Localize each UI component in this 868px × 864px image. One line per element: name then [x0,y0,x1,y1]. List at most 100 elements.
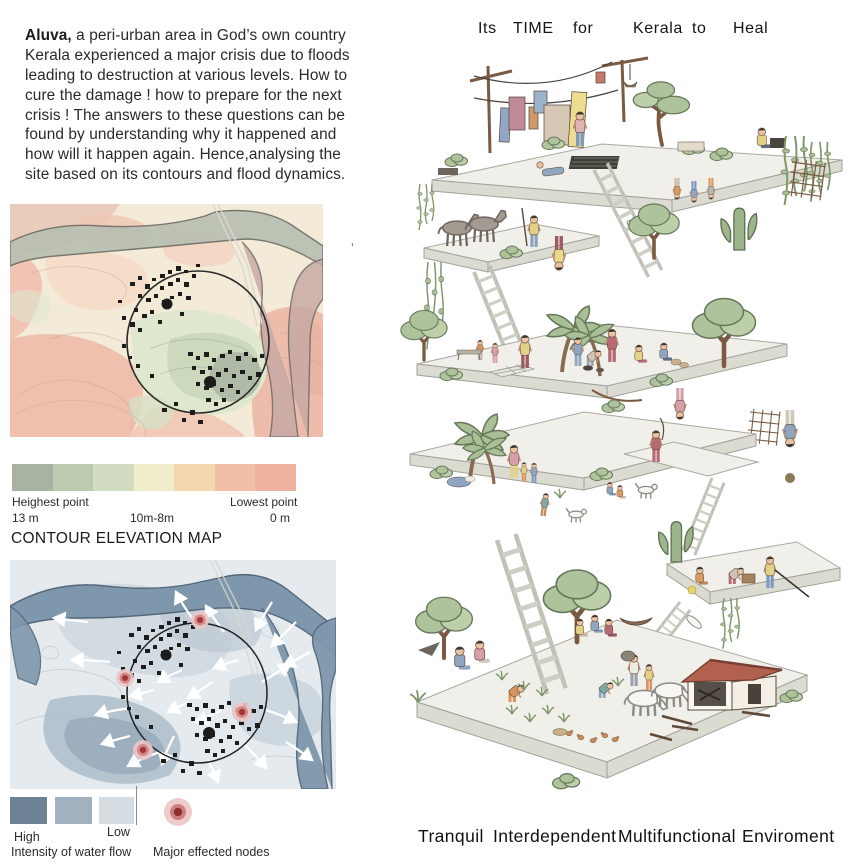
effected-node-icon [164,798,192,826]
intro-body: a peri-urban area in God’s own country K… [25,27,350,183]
gradient-seg-1 [12,464,53,491]
tier3-platform [409,411,760,491]
vines-under-tier4 [719,597,741,650]
flow-square-low [99,797,134,824]
pine-tree [631,80,692,147]
cooking-pot [583,365,593,371]
intro-paragraph: Aluva, a peri-urban area in God’s own co… [25,26,352,184]
running-boy [538,492,551,518]
caption-word-enviroment: Enviroment [742,826,835,846]
caption-word-tranquil: Tranquil [418,826,484,846]
upside-down-woman-pink [673,387,687,421]
effected-nodes [116,611,252,760]
person-reclining [536,161,565,177]
cactus-tier4 [657,521,694,563]
gradient-seg-2 [52,464,94,491]
rake [774,569,810,598]
tree-tier2-left [399,308,449,362]
paper-plane-decor [418,642,440,656]
flow-square-mid [55,797,92,824]
site-circle [126,270,270,414]
crate [741,573,756,584]
planter-box [677,141,705,152]
low-table [456,349,482,361]
bush [709,147,733,162]
gradient-seg-5 [174,464,215,491]
floor-grate [568,156,620,169]
bush [444,153,468,168]
upside-down-figure-white [686,615,702,629]
lowest-point-value: 0 m [270,511,291,525]
healing-illustration [399,56,843,790]
highest-point-value: 13 m [12,511,39,525]
checker-mat [488,363,536,378]
highest-point-label: Heighest point [12,495,89,509]
yellow-bowl [687,585,697,595]
buildings-northwest [118,264,200,332]
cooking-pot2 [596,367,604,373]
tier4-platform [665,541,842,605]
river-channels [10,209,323,437]
buildings-southeast [122,344,264,424]
vines-left [415,183,436,231]
road [212,204,263,327]
dog [565,507,587,524]
flood-dynamics-map [10,560,336,789]
balance-lamp [623,64,638,88]
lowest-point-label: Lowest point [230,495,298,509]
herding-stick [521,207,528,247]
title-word-kerala: Kerala [633,20,683,37]
caption-word-interdependent: Interdependent [493,826,617,846]
sack [620,650,636,662]
title-word-heal: Heal [733,20,769,37]
gradient-seg-4 [133,464,175,491]
flood-road [209,560,259,676]
contour-elevation-map [10,204,323,437]
pole-line [659,417,665,441]
cactus-tier1 [720,207,758,251]
contour-map-title: CONTOUR ELEVATION MAP [11,530,223,547]
title-word-its: Its [478,20,497,37]
seed-basket [552,728,568,736]
gradient-seg-3 [93,464,134,491]
sitter-yellow [575,618,589,638]
basket2 [679,362,689,368]
woman-blue-sari [453,646,472,671]
title-word-time: TIME [513,20,554,37]
tuft [553,488,567,499]
woman-pink-sari [474,640,491,664]
kid-sitting-1 [606,481,617,496]
title-word-for: for [573,20,594,37]
flood-rivers [10,573,336,789]
kid-sitting-2 [616,484,627,499]
caption-word-multifunctional: Multifunctional [618,826,736,846]
flow-high-label: High [14,830,40,844]
goat [634,482,658,500]
tier1-platform [423,143,843,273]
hanging-pot [785,473,795,483]
flow-low-label: Low [107,825,130,839]
hanging-branch [591,389,643,414]
blanket-person [446,475,476,488]
title-word-to: to [692,20,707,37]
debris-planks [649,710,771,742]
house [680,658,783,711]
dark-planter [438,168,458,175]
gradient-seg-6 [214,464,256,491]
boat [619,617,654,626]
effected-nodes-label: Major effected nodes [153,845,270,859]
sewing-machine [770,138,785,148]
legend-divider [136,786,137,825]
gradient-seg-7 [255,464,297,491]
stray-mark: ’ [351,241,354,255]
basket [670,358,682,366]
mid-elevation-value: 10m-8m [130,511,175,525]
elevation-gradient-bar [12,464,297,491]
flow-intensity-label: Intensity of water flow [11,845,132,859]
person-sewing [756,127,772,149]
flow-square-high [10,797,47,824]
sitter-blue [590,614,604,634]
intro-lead: Aluva, [25,27,72,45]
upside-down-person-blue [782,409,798,448]
bush-under-tier5 [551,772,581,790]
